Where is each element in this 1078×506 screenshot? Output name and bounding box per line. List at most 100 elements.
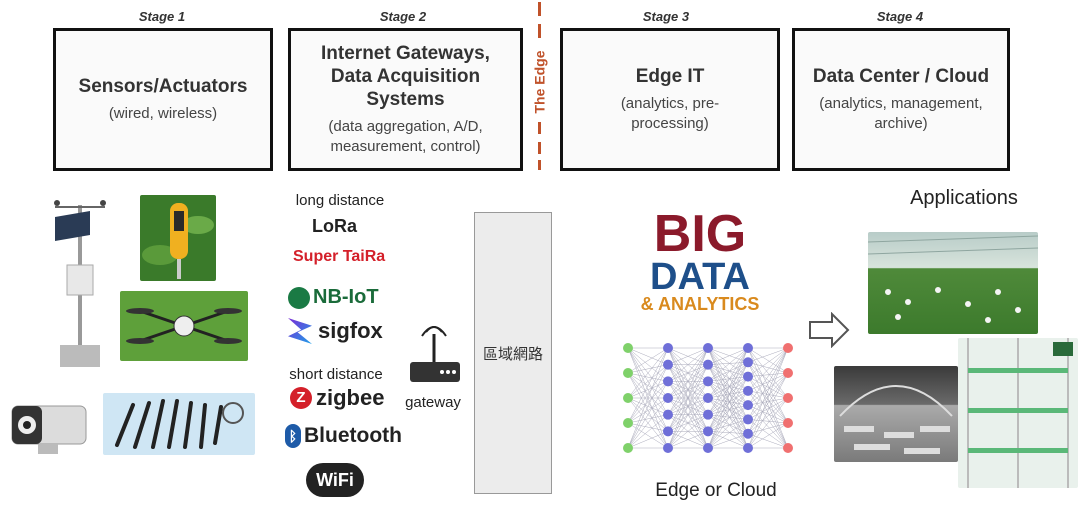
nn-node [743, 343, 753, 353]
nn-edge [667, 381, 709, 449]
nn-edge [707, 381, 749, 392]
nn-node [743, 385, 753, 396]
nn-node [703, 359, 713, 370]
nn-edge [707, 347, 749, 406]
short-distance-label: short distance [289, 366, 383, 383]
nn-edge [667, 347, 709, 415]
nn-edge [707, 347, 749, 415]
nn-edge [747, 362, 789, 399]
nn-edge [707, 381, 749, 420]
nn-edge [707, 414, 749, 420]
nn-edge [627, 364, 669, 374]
nn-edge [707, 362, 749, 382]
nn-edge [747, 372, 789, 449]
nn-edge [667, 431, 709, 449]
nn-edge [707, 347, 749, 449]
nn-edge [627, 364, 669, 449]
nn-edge [707, 376, 749, 432]
nn-edge [627, 422, 669, 449]
applications-label: Applications [910, 187, 1018, 209]
edge-divider-dash [538, 2, 541, 16]
nn-edge [667, 364, 709, 449]
nbiot-logo: NB-IoT [288, 286, 379, 309]
nn-node [743, 400, 753, 411]
nn-edge [747, 419, 789, 424]
nn-edge [747, 347, 789, 399]
nn-node [743, 357, 753, 368]
nn-edge [747, 347, 789, 424]
greenhouse-image-1 [868, 232, 1038, 334]
nn-node [623, 418, 633, 428]
big-text: BIG [653, 205, 747, 263]
nn-edge [627, 381, 669, 424]
stage-4-title: Data Center / Cloud [812, 66, 990, 87]
nn-edge [747, 397, 789, 420]
nn-edge [747, 422, 789, 449]
long-distance-label: long distance [295, 192, 385, 209]
nn-node [703, 343, 713, 353]
nn-node [703, 376, 713, 387]
nn-node [783, 443, 793, 453]
stage-1-box: Sensors/Actuators (wired, wireless) [53, 28, 273, 171]
edge-divider-dash [538, 24, 541, 38]
nn-node [663, 359, 673, 370]
nn-edge [707, 347, 749, 365]
nn-edge [707, 362, 749, 365]
zigbee-icon: Z [290, 387, 312, 409]
nn-edge [707, 364, 749, 392]
nbiot-label: NB-IoT [313, 286, 379, 308]
nn-edge [667, 347, 709, 432]
nn-edge [667, 347, 709, 382]
nn-node [663, 409, 673, 420]
bluetooth-icon: ᛒ [285, 424, 301, 448]
nn-edge [747, 390, 789, 424]
camera-image [8, 400, 90, 458]
nn-node [703, 409, 713, 420]
nn-node [703, 443, 713, 453]
nn-node [663, 426, 673, 437]
nn-edge [747, 347, 789, 363]
nn-edge [747, 362, 789, 424]
nn-edge [627, 347, 669, 399]
nn-edge [707, 364, 749, 434]
stage-2-label: Stage 2 [379, 9, 427, 24]
wifi-label: WiFi [316, 469, 354, 490]
sigfox-icon [288, 318, 312, 344]
lan-label: 區域網路 [482, 345, 543, 363]
sigfox-label: sigfox [318, 318, 383, 343]
stage-1-title: Sensors/Actuators [78, 76, 248, 97]
nn-edge [707, 419, 749, 432]
nn-node [783, 418, 793, 428]
nn-edge [707, 397, 749, 406]
nn-edge [627, 381, 669, 449]
nn-node [743, 414, 753, 425]
nn-edge [707, 347, 749, 420]
nn-edge [747, 347, 789, 420]
nn-edge [667, 347, 709, 449]
wifi-logo: WiFi [306, 463, 364, 497]
neural-network-diagram [598, 318, 818, 458]
zigbee-logo: Z zigbee [290, 385, 384, 411]
nn-edge [747, 390, 789, 399]
nn-edge [747, 397, 789, 406]
nn-edge [747, 397, 789, 434]
nn-edge [707, 390, 749, 432]
nn-node [663, 393, 673, 403]
stage-4-label: Stage 4 [876, 9, 924, 24]
nn-edge [707, 347, 749, 392]
gateway-label: gateway [405, 394, 461, 411]
nn-edge [747, 347, 789, 406]
bluetooth-logo: ᛒ Bluetooth [285, 424, 402, 448]
stage-3-box: Edge IT (analytics, pre-processing) [560, 28, 780, 171]
stage-3-label: Stage 3 [642, 9, 690, 24]
nn-edge [627, 347, 669, 365]
nn-edge [627, 364, 669, 424]
nn-edge [627, 364, 669, 399]
nn-node [783, 343, 793, 353]
weather-station-image [45, 195, 115, 370]
bluetooth-label: Bluetooth [304, 424, 402, 447]
nn-edge [747, 372, 789, 434]
nn-edge [707, 381, 749, 406]
nn-edge [667, 397, 709, 449]
nn-edge [627, 431, 669, 449]
